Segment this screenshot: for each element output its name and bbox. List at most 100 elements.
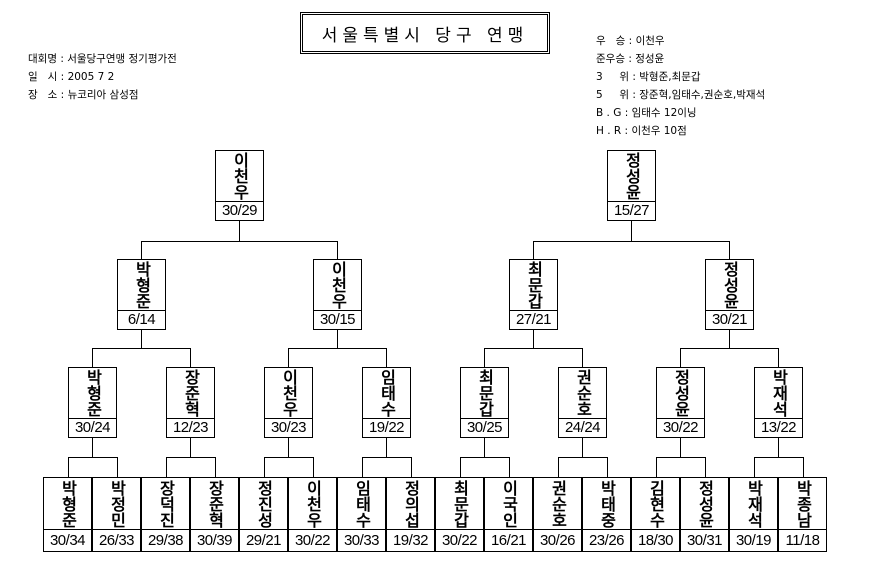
player-name: 최문갑 [475,369,495,417]
info-line: 대회명 : 서울당구연맹 정기평가전 [28,50,177,68]
player-name: 임태수 [352,479,372,528]
connector-line [460,457,510,458]
info-value: 박형준,최문갑 [639,71,701,83]
connector-line [190,438,191,457]
connector-line [582,438,583,457]
player-score: 12/23 [167,418,214,437]
player-name: 박형준 [132,261,152,309]
info-line: H . R : 이천우 10점 [596,122,687,140]
player-name-area: 박형준 [44,478,91,529]
connector-line [68,457,69,477]
info-line: 우 승 : 이천우 [596,32,665,50]
player-name: 김현수 [646,479,666,528]
player-name-area: 박형준 [69,368,116,418]
connector-line [656,457,657,477]
connector-line [582,348,583,367]
connector-line [680,348,681,367]
player-name: 권순호 [573,369,593,417]
player-name-area: 최문갑 [436,478,483,529]
player-name-area: 김현수 [632,478,679,529]
info-line: 장 소 : 뉴코리아 삼성점 [28,86,139,104]
connector-line [362,457,412,458]
player-name: 이국인 [499,479,519,528]
player-name: 박재석 [769,369,789,417]
connector-line [680,438,681,457]
connector-line [533,330,534,348]
player-score: 29/21 [240,529,287,551]
player-score: 11/18 [779,529,826,551]
separator: : [625,35,636,47]
connector-line [386,438,387,457]
info-label: 준우승 [596,53,625,65]
player-name: 정의섭 [401,479,421,528]
player-name: 이천우 [279,369,299,417]
player-name: 최문갑 [524,261,544,309]
connector-line [484,348,583,349]
separator: : [57,89,68,101]
player-name: 장덕진 [156,479,176,528]
info-label: H . R [596,125,622,137]
info-label: 대회명 [28,53,57,65]
player-name: 임태수 [377,369,397,417]
separator: : [624,53,636,65]
page-title: 서울특별시 당구 연맹 [300,12,550,54]
connector-line [141,241,338,242]
connector-line [288,438,289,457]
info-value: 뉴코리아 삼성점 [67,89,139,101]
player-name-area: 박종남 [779,478,826,529]
player-score: 13/22 [755,418,802,437]
connector-line [705,457,706,477]
connector-line [92,348,93,367]
player-score: 19/32 [387,529,434,551]
info-label: 우 승 [596,35,626,47]
connector-line [558,457,608,458]
separator: : [621,107,632,119]
player-name-area: 박형준 [118,260,165,310]
info-value: 2005 7 2 [67,71,115,83]
player-score: 16/21 [485,529,532,551]
info-label: 5 위 [596,89,630,101]
player-name: 정성윤 [622,152,642,200]
player-score: 18/30 [632,529,679,551]
player-score: 30/19 [730,529,777,551]
player-score: 29/38 [142,529,189,551]
info-label: B . G [596,107,622,119]
player-name-area: 정의섭 [387,478,434,529]
connector-line [803,457,804,477]
player-name-area: 정성윤 [657,368,704,418]
separator: : [621,125,632,137]
player-score: 30/25 [461,418,508,437]
info-value: 정성윤 [635,53,665,65]
player-name-area: 최문갑 [461,368,508,418]
connector-line [754,457,804,458]
player-name: 이천우 [303,479,323,528]
info-label: 장 소 [28,89,58,101]
player-name: 박태중 [597,479,617,528]
connector-line [68,457,118,458]
separator: : [57,71,68,83]
player-name-area: 박태중 [583,478,630,529]
connector-line [92,438,93,457]
player-name-area: 이천우 [216,151,263,201]
player-name-area: 최문갑 [510,260,557,310]
info-label: 3 위 [596,71,630,83]
player-score: 30/21 [706,310,753,329]
connector-line [337,330,338,348]
